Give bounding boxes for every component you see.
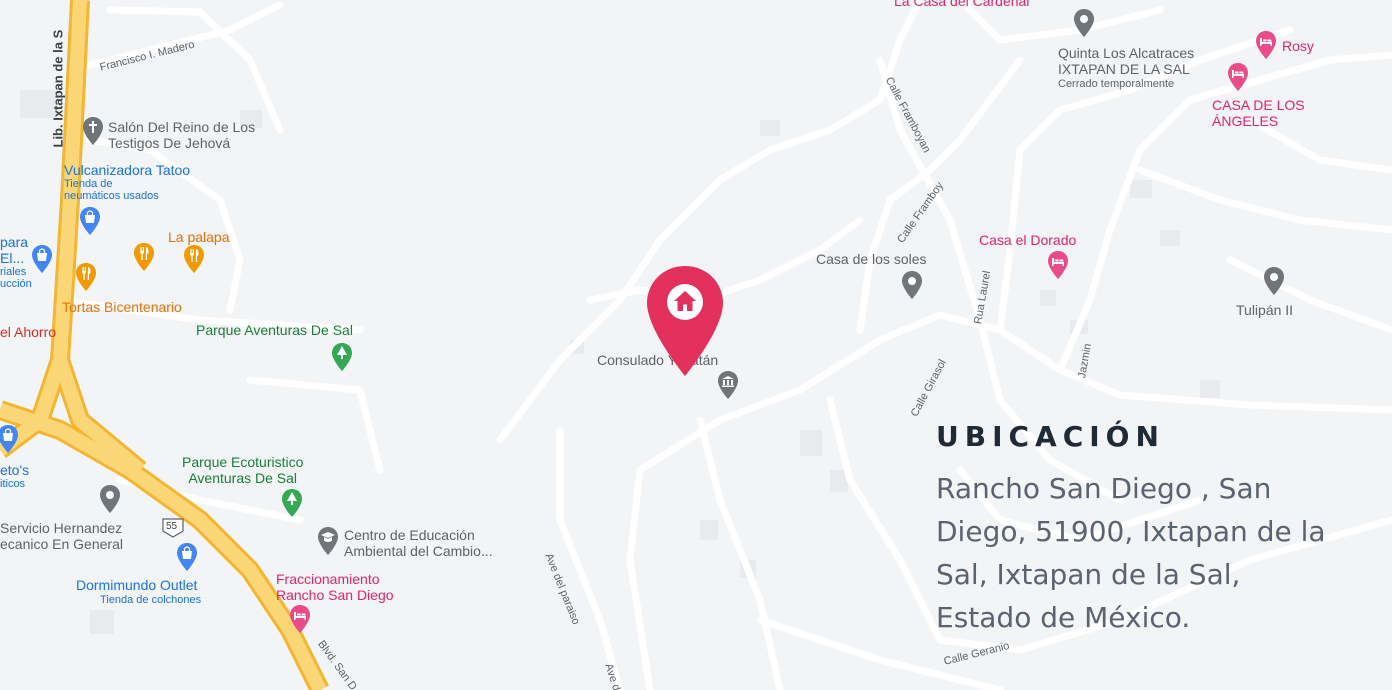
- place-label-la-palapa[interactable]: La palapa: [168, 229, 230, 245]
- park-tree-icon[interactable]: [330, 342, 354, 372]
- place-label-parque-ecoturistico[interactable]: Parque Ecoturistico Aventuras De Sal: [182, 454, 304, 486]
- restaurant-icon[interactable]: [132, 242, 156, 272]
- place-label-quinta-los-alcatraces[interactable]: Quinta Los Alcatraces IXTAPAN DE LA SAL: [1058, 45, 1195, 77]
- place-label-vulcanizadora[interactable]: Vulcanizadora Tatoo: [64, 162, 191, 178]
- location-marker-icon[interactable]: [644, 264, 726, 378]
- hotel-bed-icon[interactable]: [1226, 62, 1250, 92]
- place-label-servicio-hernandez[interactable]: Servicio Hernandez ecanico En General: [0, 520, 123, 552]
- place-sub-left-cut-2: iticos: [0, 478, 26, 490]
- hotel-bed-icon[interactable]: [1046, 250, 1070, 280]
- location-info: UBICACIÓN Rancho San Diego , San Diego, …: [936, 420, 1356, 639]
- shopping-bag-icon[interactable]: [0, 424, 20, 454]
- hotel-bed-icon[interactable]: [288, 604, 312, 634]
- consulate-icon[interactable]: [716, 370, 740, 400]
- poi-pin-icon[interactable]: [1072, 8, 1096, 38]
- place-label-el-ahorro[interactable]: el Ahorro: [0, 324, 57, 340]
- shopping-bag-icon[interactable]: [78, 206, 102, 236]
- park-tree-icon[interactable]: [280, 488, 304, 518]
- poi-pin-icon[interactable]: [98, 484, 122, 514]
- location-title: UBICACIÓN: [936, 420, 1165, 453]
- road-label-lib-ixtapan: Lib. Ixtapan de la S: [50, 29, 66, 148]
- church-icon[interactable]: [81, 116, 105, 146]
- place-label-casa-de-los-angeles[interactable]: CASA DE LOS ÁNGELES: [1212, 97, 1305, 129]
- place-label-salon-reino[interactable]: Salón Del Reino de Los Testigos De Jehov…: [108, 119, 256, 151]
- route-shield-label: 55: [166, 521, 178, 532]
- place-label-casa-de-los-soles[interactable]: Casa de los soles: [816, 251, 927, 267]
- shopping-bag-icon[interactable]: [30, 244, 54, 274]
- place-label-fraccionamiento[interactable]: Fraccionamiento Rancho San Diego: [276, 571, 394, 603]
- place-label-rosy[interactable]: Rosy: [1282, 38, 1314, 54]
- place-label-centro-educacion[interactable]: Centro de Educación Ambiental del Cambio…: [344, 527, 493, 559]
- place-sub-dormimundo: Tienda de colchones: [100, 594, 202, 606]
- place-label-left-cut-2[interactable]: eto's: [0, 462, 30, 478]
- poi-pin-icon[interactable]: [1262, 266, 1286, 296]
- place-label-tortas-bicentenario[interactable]: Tortas Bicentenario: [62, 299, 182, 315]
- poi-pin-icon[interactable]: [900, 270, 924, 300]
- place-label-dormimundo[interactable]: Dormimundo Outlet: [76, 577, 198, 593]
- place-label-tulipan[interactable]: Tulipán II: [1236, 302, 1294, 318]
- route-shield: [162, 518, 184, 538]
- location-address: Rancho San Diego , San Diego, 51900, Ixt…: [936, 472, 1326, 634]
- place-label-parque-aventuras[interactable]: Parque Aventuras De Sal: [196, 322, 353, 338]
- shopping-bag-icon[interactable]: [175, 542, 199, 572]
- place-sub-left-cut-1: riales ucción: [0, 266, 32, 290]
- restaurant-icon[interactable]: [182, 244, 206, 274]
- hotel-bed-icon[interactable]: [1254, 30, 1278, 60]
- place-label-casa-el-dorado[interactable]: Casa el Dorado: [979, 232, 1077, 248]
- place-label-left-cut-1[interactable]: para El...: [0, 234, 29, 266]
- place-sub-vulcanizadora: Tienda de neumáticos usados: [64, 178, 159, 202]
- education-icon[interactable]: [316, 526, 340, 556]
- restaurant-icon[interactable]: [74, 262, 98, 292]
- place-status-quinta: Cerrado temporalmente: [1058, 78, 1175, 90]
- place-label-la-casa-del-cardenal[interactable]: La Casa del Cardenal: [894, 0, 1030, 9]
